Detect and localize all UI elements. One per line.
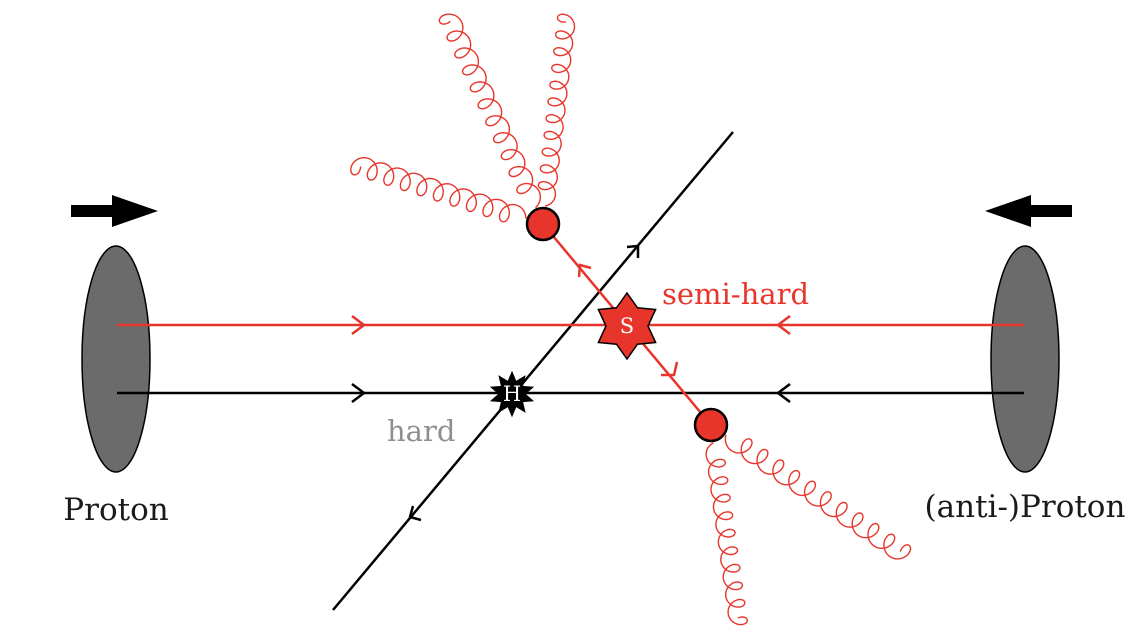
- upper-soft-blob: [525, 206, 561, 242]
- gluon-spring-icon: [705, 442, 749, 626]
- chevron-hard-left: [351, 383, 367, 403]
- left-beam-label: Proton: [63, 492, 168, 528]
- lower-soft-blob: [693, 407, 729, 443]
- gluon-spring-icon: [350, 156, 527, 223]
- starburst-icon: [489, 370, 535, 418]
- chevron-hard-right: [775, 383, 791, 403]
- hard-vertex-label: H: [503, 382, 521, 406]
- gluon-spring-icon: [537, 13, 576, 207]
- chevron-diagonal-lower: [408, 505, 422, 522]
- semi-hard-label: semi-hard: [662, 277, 809, 311]
- chevron-semi-lower: [661, 361, 679, 377]
- left-proton-disc: [81, 245, 151, 473]
- arrow-left-icon: [985, 195, 1072, 227]
- chevron-diagonal-upper: [626, 244, 640, 258]
- hard-diagonal-line: [332, 131, 734, 611]
- gluon-spring-icon: [724, 434, 912, 560]
- gluon-spring-icon: [438, 13, 541, 209]
- arrow-right-icon: [71, 195, 158, 227]
- semi-hard-vertex-label: S: [620, 314, 634, 338]
- chevron-soft-left: [351, 315, 367, 335]
- chevron-soft-right: [775, 315, 791, 335]
- star-icon: [597, 291, 657, 361]
- hard-label: hard: [387, 414, 455, 448]
- chevron-semi-upper: [577, 263, 592, 278]
- right-beam-label: (anti-)Proton: [925, 489, 1126, 525]
- right-proton-disc: [990, 245, 1060, 473]
